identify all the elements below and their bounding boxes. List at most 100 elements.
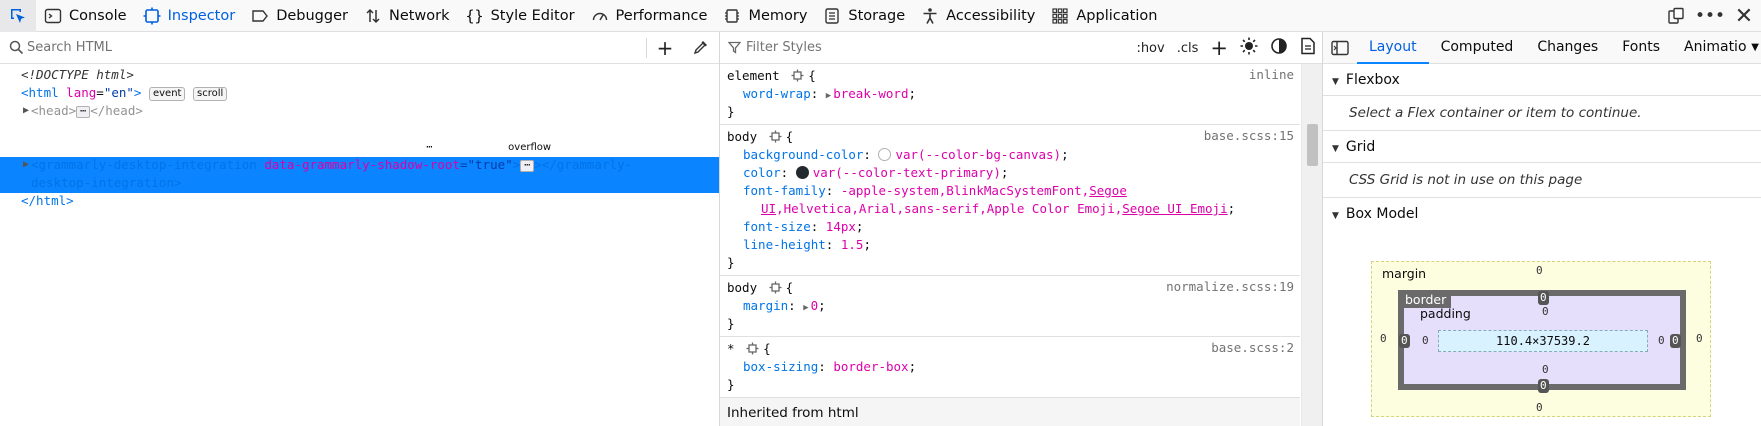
prop-value[interactable]: 14px — [825, 219, 856, 234]
prop-name[interactable]: font-size — [743, 219, 811, 234]
flexbox-section-header[interactable]: ▼Flexbox — [1323, 64, 1761, 96]
collapsed-ellipsis[interactable]: ⋯ — [422, 142, 437, 154]
add-rule-icon[interactable]: + — [1210, 36, 1228, 60]
light-scheme-icon[interactable] — [1234, 37, 1264, 60]
overflow-badge[interactable]: overflow — [504, 141, 556, 155]
html-close-node[interactable]: </html> — [0, 192, 719, 210]
highlight-elements-icon[interactable] — [791, 69, 804, 82]
html-node[interactable]: <html lang="en"> event scroll — [0, 84, 719, 102]
rules-scrollbar[interactable] — [1301, 64, 1322, 426]
tab-changes[interactable]: Changes — [1537, 38, 1599, 55]
tab-memory[interactable]: Memory — [715, 0, 815, 32]
tab-storage[interactable]: Storage — [815, 0, 913, 32]
rule-source[interactable]: base.scss:2 — [1211, 340, 1294, 355]
prop-name[interactable]: color — [743, 165, 781, 180]
prop-name[interactable]: word-wrap — [743, 86, 811, 101]
event-badge[interactable]: event — [148, 87, 186, 101]
tab-style-editor[interactable]: {} Style Editor — [458, 0, 583, 32]
font-link[interactable]: UI — [761, 201, 777, 216]
tabs-overflow-chevron-icon[interactable]: ▼ — [1751, 42, 1759, 53]
border-top-value[interactable]: 0 — [1538, 291, 1549, 305]
expand-twisty-icon[interactable]: ▶ — [23, 123, 30, 134]
search-html-input[interactable] — [0, 32, 620, 63]
rule-selector[interactable]: body — [727, 280, 758, 295]
dock-options-icon[interactable] — [1659, 0, 1693, 32]
prop-name[interactable]: line-height — [743, 237, 826, 252]
filter-styles-input[interactable] — [720, 32, 1070, 63]
padding-right-value[interactable]: 0 — [1658, 334, 1665, 347]
prop-value[interactable]: var(--color-bg-canvas) — [895, 147, 1062, 162]
margin-left-value[interactable]: 0 — [1380, 332, 1387, 345]
prop-value[interactable]: break-word — [833, 86, 909, 101]
eyedropper-icon[interactable] — [683, 36, 719, 60]
tab-application[interactable]: Application — [1043, 0, 1165, 32]
prop-name[interactable]: font-family — [743, 183, 826, 198]
scrollbar-thumb[interactable] — [1307, 124, 1318, 166]
border-bottom-value[interactable]: 0 — [1538, 379, 1549, 393]
highlight-elements-icon[interactable] — [746, 342, 759, 355]
tab-layout[interactable]: Layout — [1357, 32, 1429, 64]
grammarly-node-continued[interactable]: desktop-integration> — [0, 174, 719, 192]
prop-value[interactable]: ,Helvetica,Arial,sans-serif,Apple Color … — [776, 201, 1123, 216]
prop-name[interactable]: box-sizing — [743, 359, 819, 374]
element-picker-button[interactable] — [0, 0, 36, 32]
tab-debugger[interactable]: Debugger — [243, 0, 356, 32]
rule-selector[interactable]: body — [727, 129, 758, 144]
font-link[interactable]: Segoe — [1089, 183, 1127, 198]
dark-scheme-icon[interactable] — [1264, 37, 1294, 60]
color-swatch[interactable] — [795, 166, 809, 179]
grid-section-header[interactable]: ▼Grid — [1323, 131, 1761, 163]
tab-inspector[interactable]: Inspector — [135, 0, 244, 32]
body-node[interactable]: ▶ <body class="logged-out env-production… — [0, 120, 719, 138]
prop-value[interactable]: border-box — [833, 359, 909, 374]
prop-name[interactable]: margin — [743, 298, 789, 313]
grammarly-node[interactable]: ▶ <grammarly-desktop-integration data-gr… — [23, 157, 633, 172]
expand-twisty-icon[interactable]: ▶ — [23, 105, 30, 116]
margin-right-value[interactable]: 0 — [1696, 332, 1703, 345]
expand-arrow-icon[interactable]: ▶ — [825, 91, 832, 101]
padding-bottom-value[interactable]: 0 — [1542, 363, 1549, 376]
print-media-icon[interactable] — [1294, 37, 1322, 60]
prop-value[interactable]: 1.5 — [840, 237, 864, 252]
body-node-continued[interactable]: wrap: break-word;" data-new-gr-c-s-loade… — [0, 138, 719, 156]
tab-console[interactable]: Console — [36, 0, 135, 32]
font-link[interactable]: Segoe UI Emoji — [1122, 201, 1228, 216]
scroll-badge[interactable]: scroll — [193, 87, 228, 101]
margin-bottom-value[interactable]: 0 — [1536, 401, 1543, 414]
rule-selector[interactable]: * — [727, 341, 735, 356]
add-node-icon[interactable]: + — [656, 36, 674, 60]
boxmodel-section-header[interactable]: ▼Box Model — [1323, 198, 1761, 230]
border-left-value[interactable]: 0 — [1399, 334, 1410, 348]
prop-value[interactable]: var(--color-text-primary) — [812, 165, 1001, 180]
more-options-icon[interactable]: ••• — [1694, 6, 1726, 26]
padding-left-value[interactable]: 0 — [1422, 334, 1429, 347]
padding-top-value[interactable]: 0 — [1542, 305, 1549, 318]
head-node[interactable]: ▶ <head>⋯</head> — [0, 102, 719, 120]
prop-value[interactable]: 0 — [810, 298, 819, 313]
class-toggle[interactable]: .cls — [1176, 40, 1199, 56]
rule-source[interactable]: base.scss:15 — [1203, 128, 1294, 143]
collapsed-ellipsis[interactable]: ⋯ — [76, 106, 91, 118]
hover-state-toggle[interactable]: :hov — [1136, 40, 1165, 56]
prop-name[interactable]: background-color — [743, 147, 864, 162]
tab-computed[interactable]: Computed — [1440, 38, 1514, 55]
expand-twisty-icon[interactable]: ▶ — [23, 159, 30, 170]
rule-source[interactable]: normalize.scss:19 — [1166, 279, 1294, 294]
color-swatch[interactable] — [878, 148, 892, 161]
tab-animations[interactable]: Animatio — [1684, 38, 1747, 55]
toggle-sidebar-button[interactable] — [1323, 32, 1357, 64]
close-icon[interactable]: ✕ — [1734, 3, 1754, 29]
tab-fonts[interactable]: Fonts — [1622, 38, 1661, 55]
tab-network[interactable]: Network — [356, 0, 458, 32]
margin-top-value[interactable]: 0 — [1536, 264, 1543, 277]
border-right-value[interactable]: 0 — [1670, 334, 1681, 348]
collapsed-ellipsis[interactable]: ⋯ — [520, 160, 535, 172]
doctype-node[interactable]: <!DOCTYPE html> — [0, 66, 719, 84]
highlight-elements-icon[interactable] — [769, 130, 782, 143]
tab-accessibility[interactable]: Accessibility — [913, 0, 1043, 32]
tab-performance[interactable]: Performance — [583, 0, 716, 32]
highlight-elements-icon[interactable] — [769, 281, 782, 294]
rule-selector[interactable]: element — [727, 68, 780, 83]
expand-arrow-icon[interactable]: ▶ — [803, 303, 809, 313]
prop-value[interactable]: -apple-system,BlinkMacSystemFont, — [840, 183, 1090, 198]
